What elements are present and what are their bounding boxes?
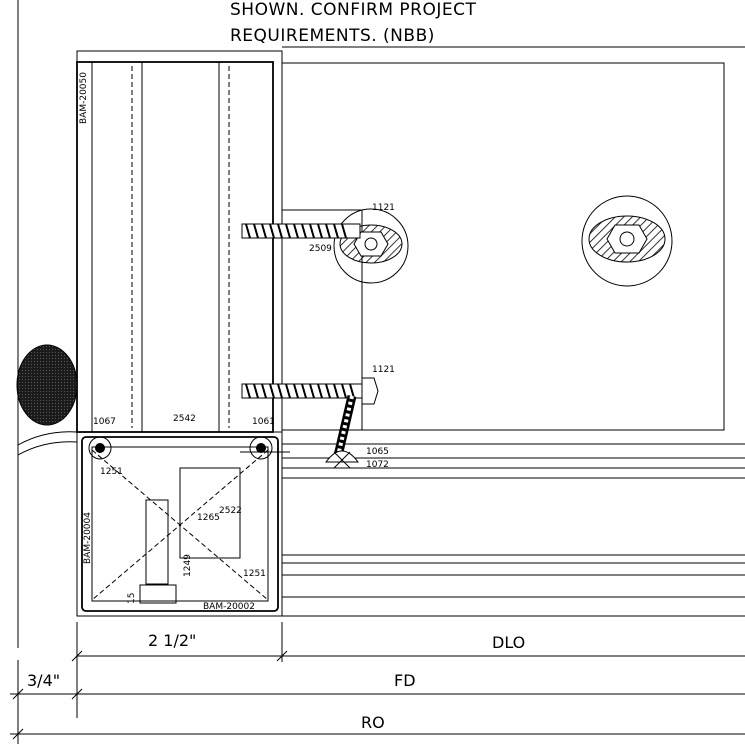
part-1067: 1067 [93,417,116,427]
part-15: 15 [127,593,137,604]
dimension-system [10,622,745,744]
part-2522: 2522 [219,506,242,516]
anchor-circle-left [333,208,409,284]
dim-fd: FD [394,671,416,690]
dim-frame-width: 2 1/2" [148,631,196,650]
part-1061: 1061 [252,417,275,427]
part-bam-20050: BAM-20050 [79,72,89,124]
part-1265: 1265 [197,513,220,523]
note-line-2: REQUIREMENTS. (NBB) [230,26,435,46]
mullion-extrusion [76,61,274,433]
part-1251-lower: 1251 [243,569,266,579]
screw-diagonal [325,394,359,469]
screw-upper [241,223,361,239]
dim-ro: RO [361,713,385,732]
screw-lower [241,377,379,405]
dim-shim: 3/4" [27,671,60,690]
part-1065: 1065 [366,447,389,457]
part-1121-lower: 1121 [372,365,395,375]
sealant-bead [16,344,78,426]
note-line-1: SHOWN. CONFIRM PROJECT [230,0,477,20]
part-bam-20004: BAM-20004 [83,512,93,564]
part-bam-20002: BAM-20002 [203,602,255,612]
part-1121-upper: 1121 [372,203,395,213]
part-1249: 1249 [183,554,193,577]
part-1072: 1072 [366,460,389,470]
part-2509: 2509 [309,244,332,254]
dim-dlo: DLO [492,633,525,652]
part-2542: 2542 [173,414,196,424]
anchor-circle-right [581,195,673,287]
glass-panel [281,62,725,431]
sill-anchor [145,499,169,585]
sill-extrusion [81,436,279,612]
part-1251-upper: 1251 [100,467,123,477]
